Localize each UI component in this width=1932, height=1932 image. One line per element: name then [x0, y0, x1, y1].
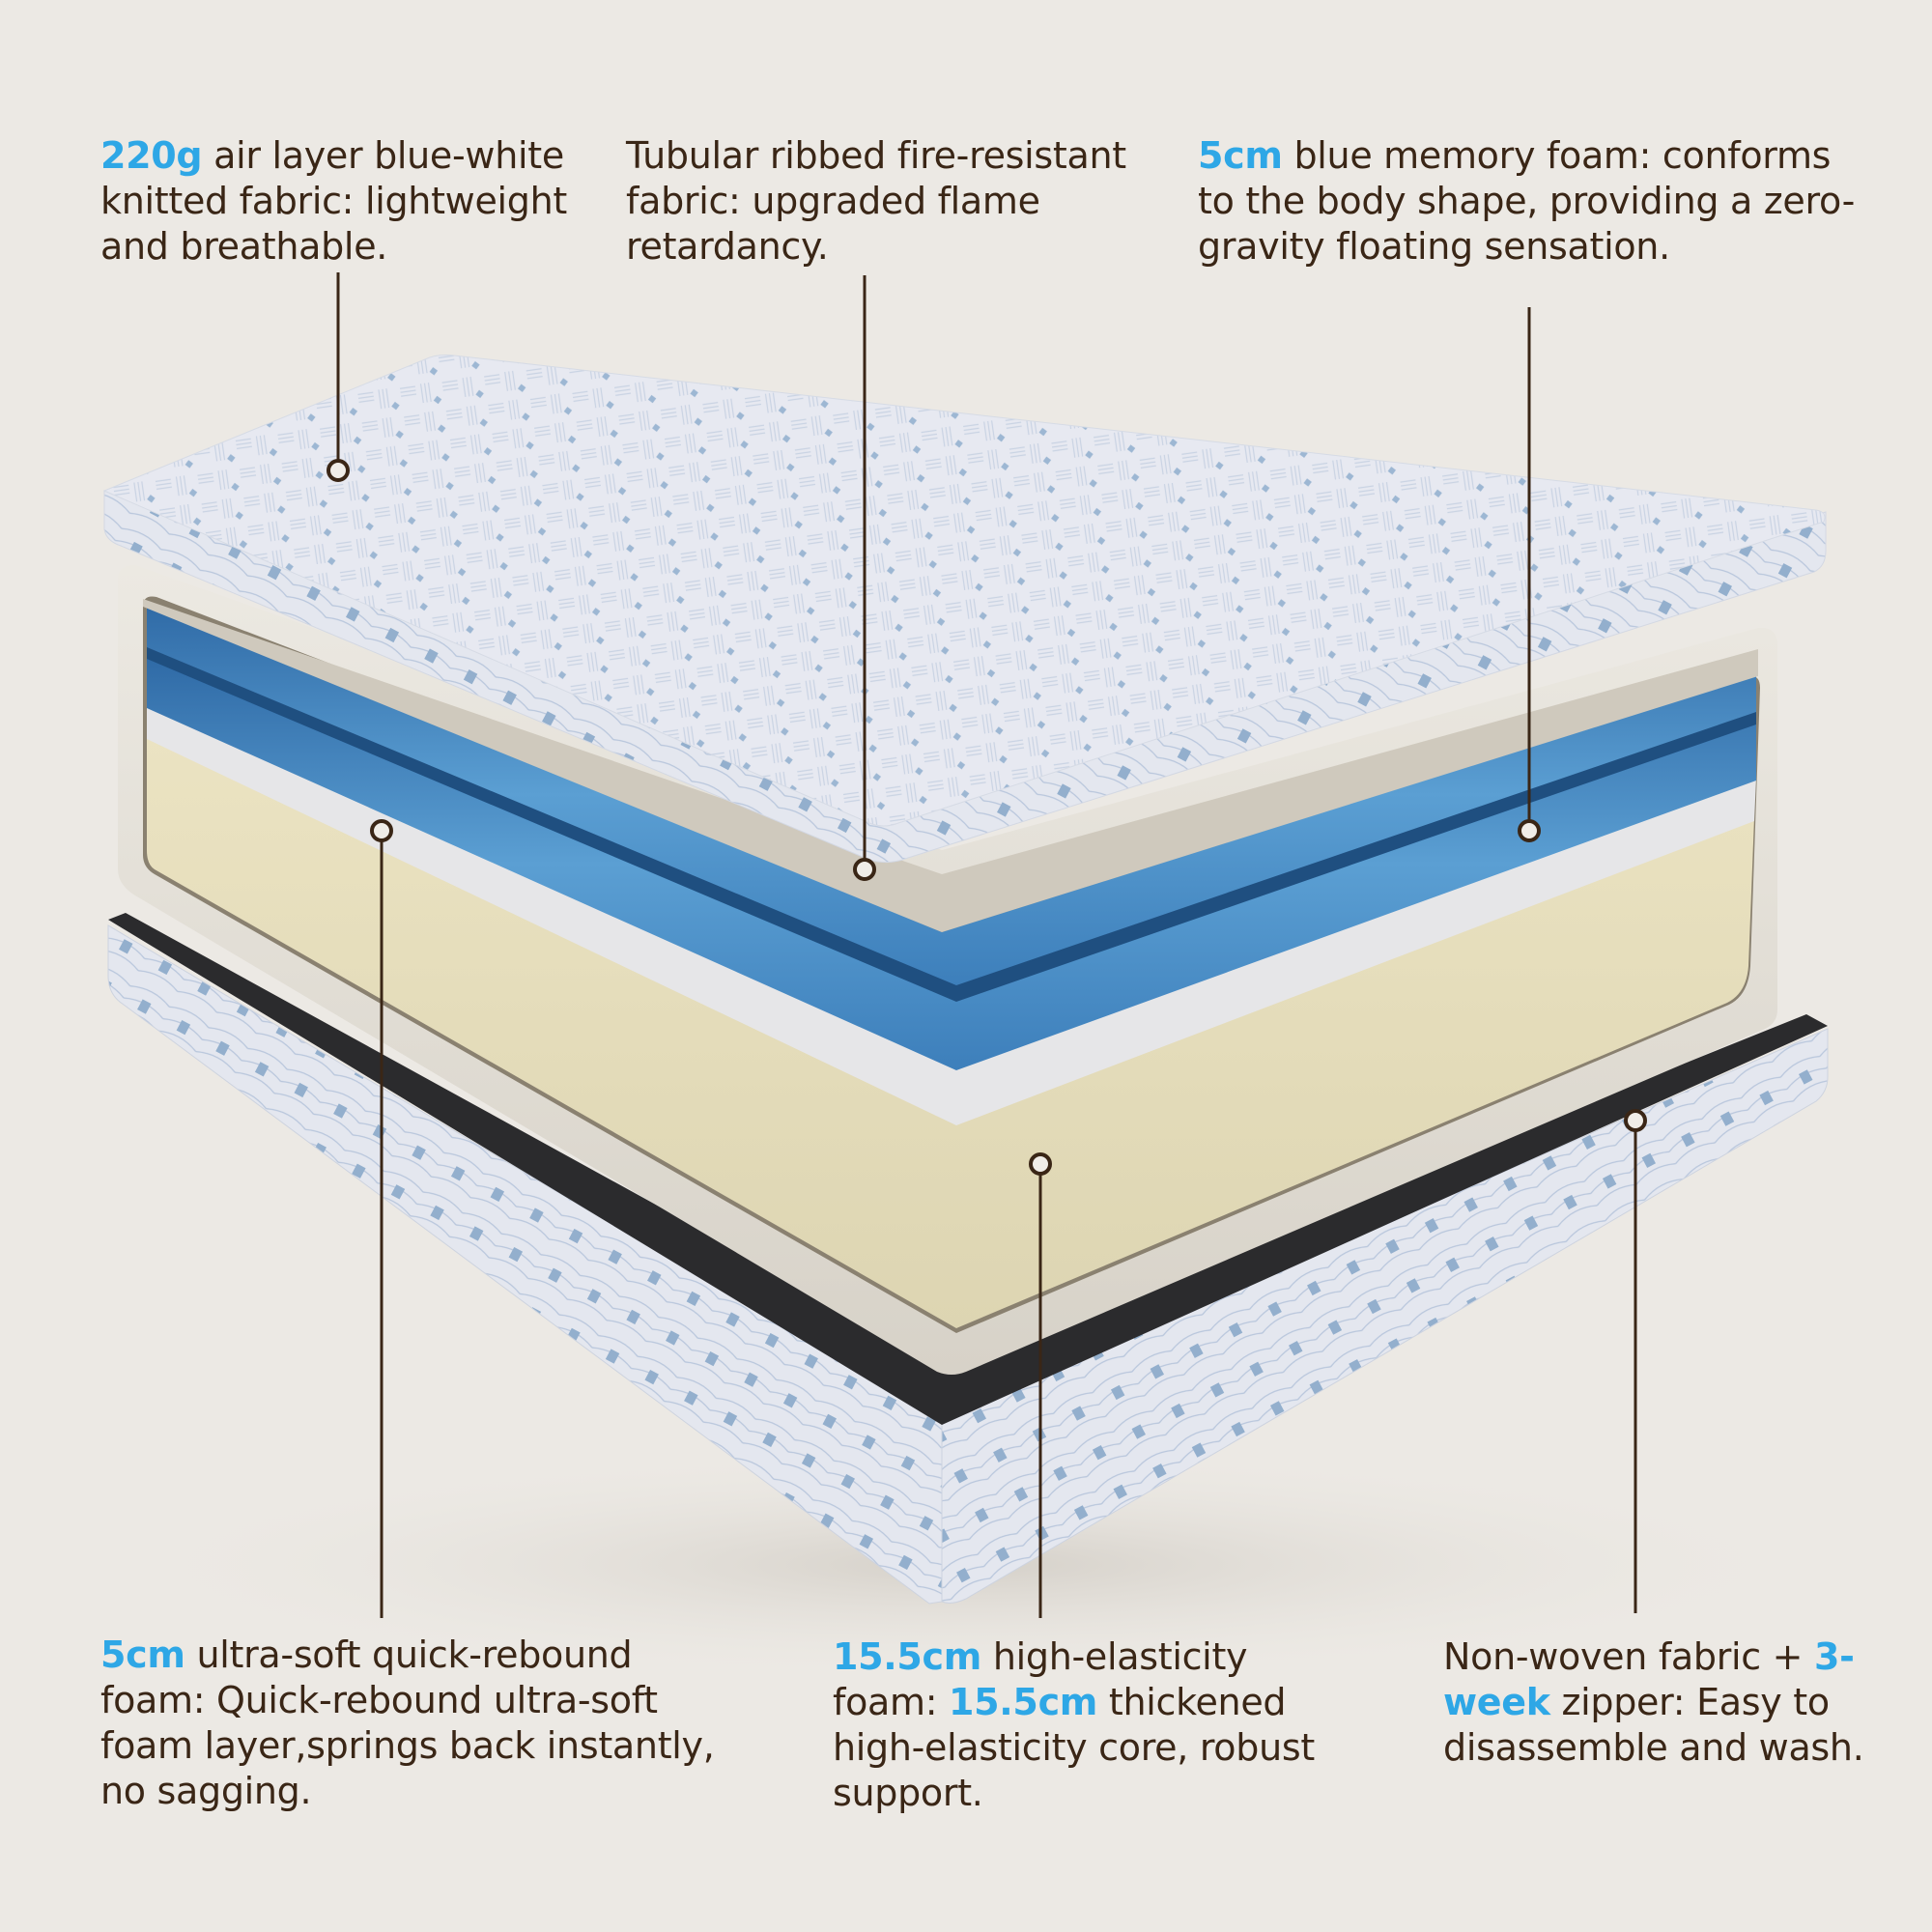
- marker-zipper: [1624, 1109, 1647, 1132]
- callout-text: Tubular ribbed fire-resistant fabric: up…: [626, 134, 1126, 268]
- callout-text: ultra-soft quick-rebound foam: Quick-reb…: [100, 1634, 715, 1812]
- inner-cutaway: [118, 565, 1777, 1375]
- marker-high-elasticity: [1029, 1152, 1052, 1176]
- leader-lines: [327, 272, 1647, 1618]
- callout-text: air layer blue-white knitted fabric: lig…: [100, 134, 568, 268]
- callout-text: high-elasticity foam:: [833, 1635, 1248, 1723]
- callout-highlight: 220g: [100, 134, 203, 177]
- bottom-base: [107, 913, 1829, 1605]
- callout-highlight: 5cm: [1198, 134, 1283, 177]
- callout-highlight: 15.5cm: [833, 1635, 982, 1678]
- callout-high-elasticity-foam: 15.5cm high-elasticity foam: 15.5cm thic…: [833, 1634, 1335, 1816]
- callout-highlight: 5cm: [100, 1634, 185, 1676]
- callout-memory-foam: 5cm blue memory foam: conforms to the bo…: [1198, 133, 1874, 270]
- callout-text-2: thickened high-elasticity core, robust s…: [833, 1681, 1315, 1814]
- callout-highlight-2: 15.5cm: [949, 1681, 1098, 1723]
- callout-highlight: 3-week: [1443, 1635, 1855, 1723]
- callout-zipper: Non-woven fabric + 3-week zipper: Easy t…: [1443, 1634, 1907, 1771]
- marker-memory-foam: [1518, 819, 1541, 842]
- callout-text: Non-woven fabric +: [1443, 1635, 1814, 1678]
- callout-quick-rebound-foam: 5cm ultra-soft quick-rebound foam: Quick…: [100, 1633, 719, 1814]
- top-cover: [102, 355, 1827, 864]
- callout-knitted-fabric: 220g air layer blue-white knitted fabric…: [100, 133, 641, 270]
- marker-knitted-fabric: [327, 459, 350, 482]
- callout-text-2: zipper: Easy to disassemble and wash.: [1443, 1681, 1864, 1769]
- marker-fire-resistant: [853, 858, 876, 881]
- callout-text: blue memory foam: conforms to the body s…: [1198, 134, 1856, 268]
- marker-quick-rebound: [370, 819, 393, 842]
- callout-fire-resistant-fabric: Tubular ribbed fire-resistant fabric: up…: [626, 133, 1167, 270]
